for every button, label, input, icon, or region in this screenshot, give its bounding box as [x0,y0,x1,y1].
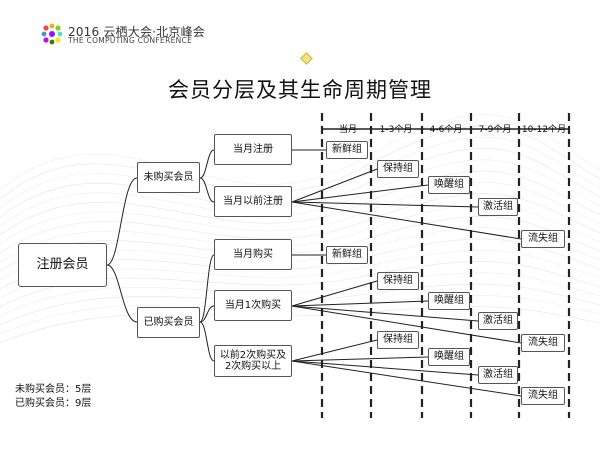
group-keep-3: 保持组 [377,331,419,349]
background-wave-line [0,114,600,191]
group-activate-2: 激活组 [478,312,518,330]
node-registered-before: 当月以前注册 [214,186,292,217]
logo-subtitle: THE COMPUTING CONFERENCE [68,36,193,45]
phase-label-1-3-months: 1-3个月 [379,125,413,135]
group-keep-1: 保持组 [377,160,419,178]
background-wave-line [0,272,600,317]
phase-label-10-12-months: 10-12个月 [521,125,567,135]
group-fresh-1: 新鲜组 [326,141,368,159]
group-fresh-2: 新鲜组 [326,246,368,264]
group-wake-3: 唤醒组 [428,348,470,366]
node-purchased-members: 已购买会员 [137,307,200,338]
node-bought-repeat: 以前2次购买及2次购买以上 [214,345,292,377]
logo-dots-icon [41,23,63,45]
group-lost-2: 流失组 [521,334,565,352]
group-wake-1: 唤醒组 [428,176,470,194]
background-wave-line [0,125,600,200]
background-wave-line [0,182,600,245]
node-registered-members: 注册会员 [18,243,107,287]
group-activate-3: 激活组 [478,366,518,384]
background-wave-line [0,148,600,218]
node-bought-this-month: 当月购买 [214,239,292,270]
phase-label-7-9-months: 7-9个月 [478,125,512,135]
background-wave-line [0,159,600,227]
group-keep-2: 保持组 [377,272,419,290]
background-wave-line [0,204,600,263]
group-activate-1: 激活组 [478,198,518,216]
slide-title: 会员分层及其生命周期管理 [168,78,432,102]
conference-logo: 2016 云栖大会·北京峰会 THE COMPUTING CONFERENCE [40,22,205,48]
background-wave-line [0,295,600,335]
phase-label-4-6-months: 4-6个月 [429,125,463,135]
logo-title: 2016 云栖大会·北京峰会 [68,25,205,39]
node-unpurchased-members: 未购买会员 [137,162,200,193]
summary-unpurchased-layers: 未购买会员：5层 [15,384,92,395]
group-wake-2: 唤醒组 [428,292,470,310]
node-registered-this-month: 当月注册 [214,134,292,165]
background-wave-line [0,306,600,344]
background-wave-line [0,170,600,236]
background-wave-line [0,283,600,326]
phase-label-this-month: 当月 [338,125,358,135]
background-wave-line [0,136,600,209]
group-lost-1: 流失组 [521,230,565,248]
summary-purchased-layers: 已购买会员：9层 [15,398,92,409]
background-wave-line [0,193,600,254]
group-lost-3: 流失组 [521,387,565,405]
node-bought-once: 当月1次购买 [214,290,292,321]
